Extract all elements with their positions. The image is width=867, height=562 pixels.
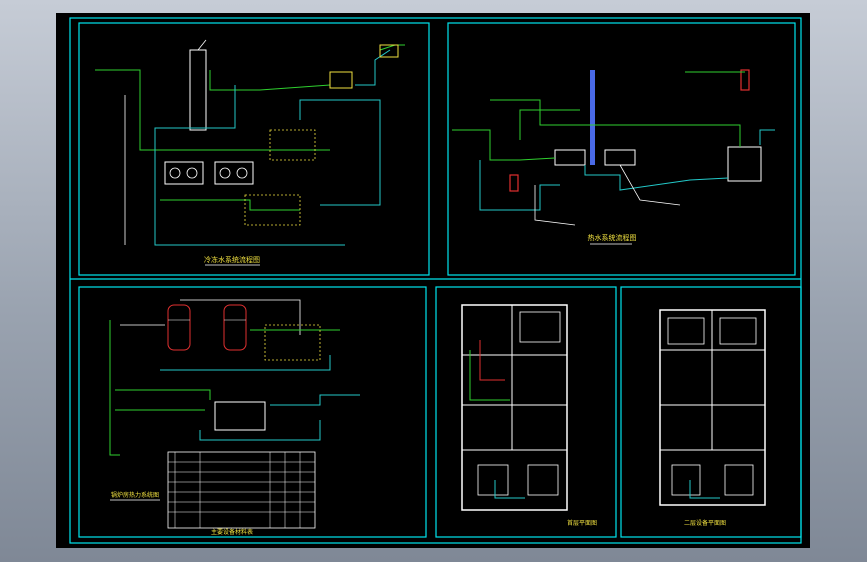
equipment-block <box>719 317 757 345</box>
boiler-icon <box>554 149 586 166</box>
pipe-cyan <box>160 355 331 371</box>
pipe-cyan <box>199 420 321 441</box>
vertical-tank-icon <box>167 304 191 351</box>
chiller-unit-icon <box>214 161 254 185</box>
pipe-cyan <box>494 480 525 499</box>
vent-line <box>197 39 207 51</box>
storage-tank-icon <box>727 146 762 182</box>
panel-first-floor-plan[interactable]: 首层平面图 <box>435 286 617 538</box>
panel-hot-water-flow[interactable]: 热水系统流程图 <box>447 22 796 276</box>
drawing-sheet <box>56 13 810 548</box>
pipe-cyan <box>270 394 360 406</box>
pipe-red <box>479 340 505 381</box>
equipment-block <box>519 311 561 343</box>
pipe-green <box>452 129 556 161</box>
pipe-green <box>95 69 160 151</box>
panel-frame <box>78 22 430 276</box>
panel-second-floor-plan[interactable]: 二层设备平面图 <box>620 286 802 538</box>
pipe-cyan <box>154 85 345 246</box>
pipe-cyan <box>689 480 720 499</box>
panel-title: 二层设备平面图 <box>684 519 726 527</box>
chiller-unit-icon <box>164 161 204 185</box>
pipe-white <box>534 185 576 226</box>
flue-stack-icon <box>590 70 595 165</box>
heater-icon <box>509 174 519 192</box>
pipe-green <box>519 109 580 140</box>
panel-title: 冷冻水系统流程图 <box>204 255 260 264</box>
panel-frame <box>435 286 617 538</box>
panel-title: 热水系统流程图 <box>588 233 637 242</box>
pipe-cyan <box>355 49 391 86</box>
vertical-tank-icon <box>223 304 247 351</box>
pipe-cyan <box>584 165 729 191</box>
equipment-block <box>671 464 701 496</box>
equipment-block <box>527 464 559 496</box>
heat-exchanger-icon <box>214 401 266 431</box>
pipe-green <box>469 350 510 401</box>
panel-frame <box>78 286 427 538</box>
pipe-white <box>619 164 681 206</box>
pipe-white <box>180 299 301 335</box>
table-title: 主要设备材料表 <box>211 528 253 536</box>
pump-group-icon <box>264 324 321 361</box>
pipe-green <box>490 99 741 147</box>
expansion-tank-icon <box>740 69 750 91</box>
pipe-green <box>115 389 211 400</box>
panel-chilled-water-flow[interactable]: 冷冻水系统流程图 <box>78 22 430 276</box>
pipe-cyan <box>759 129 775 145</box>
panel-frame <box>620 286 802 538</box>
panel-title: 首层平面图 <box>567 519 597 527</box>
panel-title: 锅炉房热力系统图 <box>111 491 159 499</box>
pump-group-icon <box>269 129 316 161</box>
equipment-block <box>477 464 509 496</box>
cooling-tower-icon <box>379 44 399 58</box>
outer-frame <box>69 17 802 544</box>
pump-group-icon <box>244 194 301 226</box>
building-outline <box>461 304 568 511</box>
pipe-cyan <box>479 160 560 211</box>
panel-frame <box>447 22 796 276</box>
equipment-block <box>724 464 754 496</box>
panel-boiler-thermal-system[interactable]: 主要设备材料表 锅炉房热力系统图 <box>78 286 427 538</box>
pipe-green <box>160 199 300 211</box>
pipe-cyan <box>299 99 381 206</box>
pipe-green <box>109 320 120 456</box>
equipment-block <box>667 317 705 345</box>
cooling-tower-icon <box>329 71 353 89</box>
equipment-material-table <box>167 451 316 529</box>
